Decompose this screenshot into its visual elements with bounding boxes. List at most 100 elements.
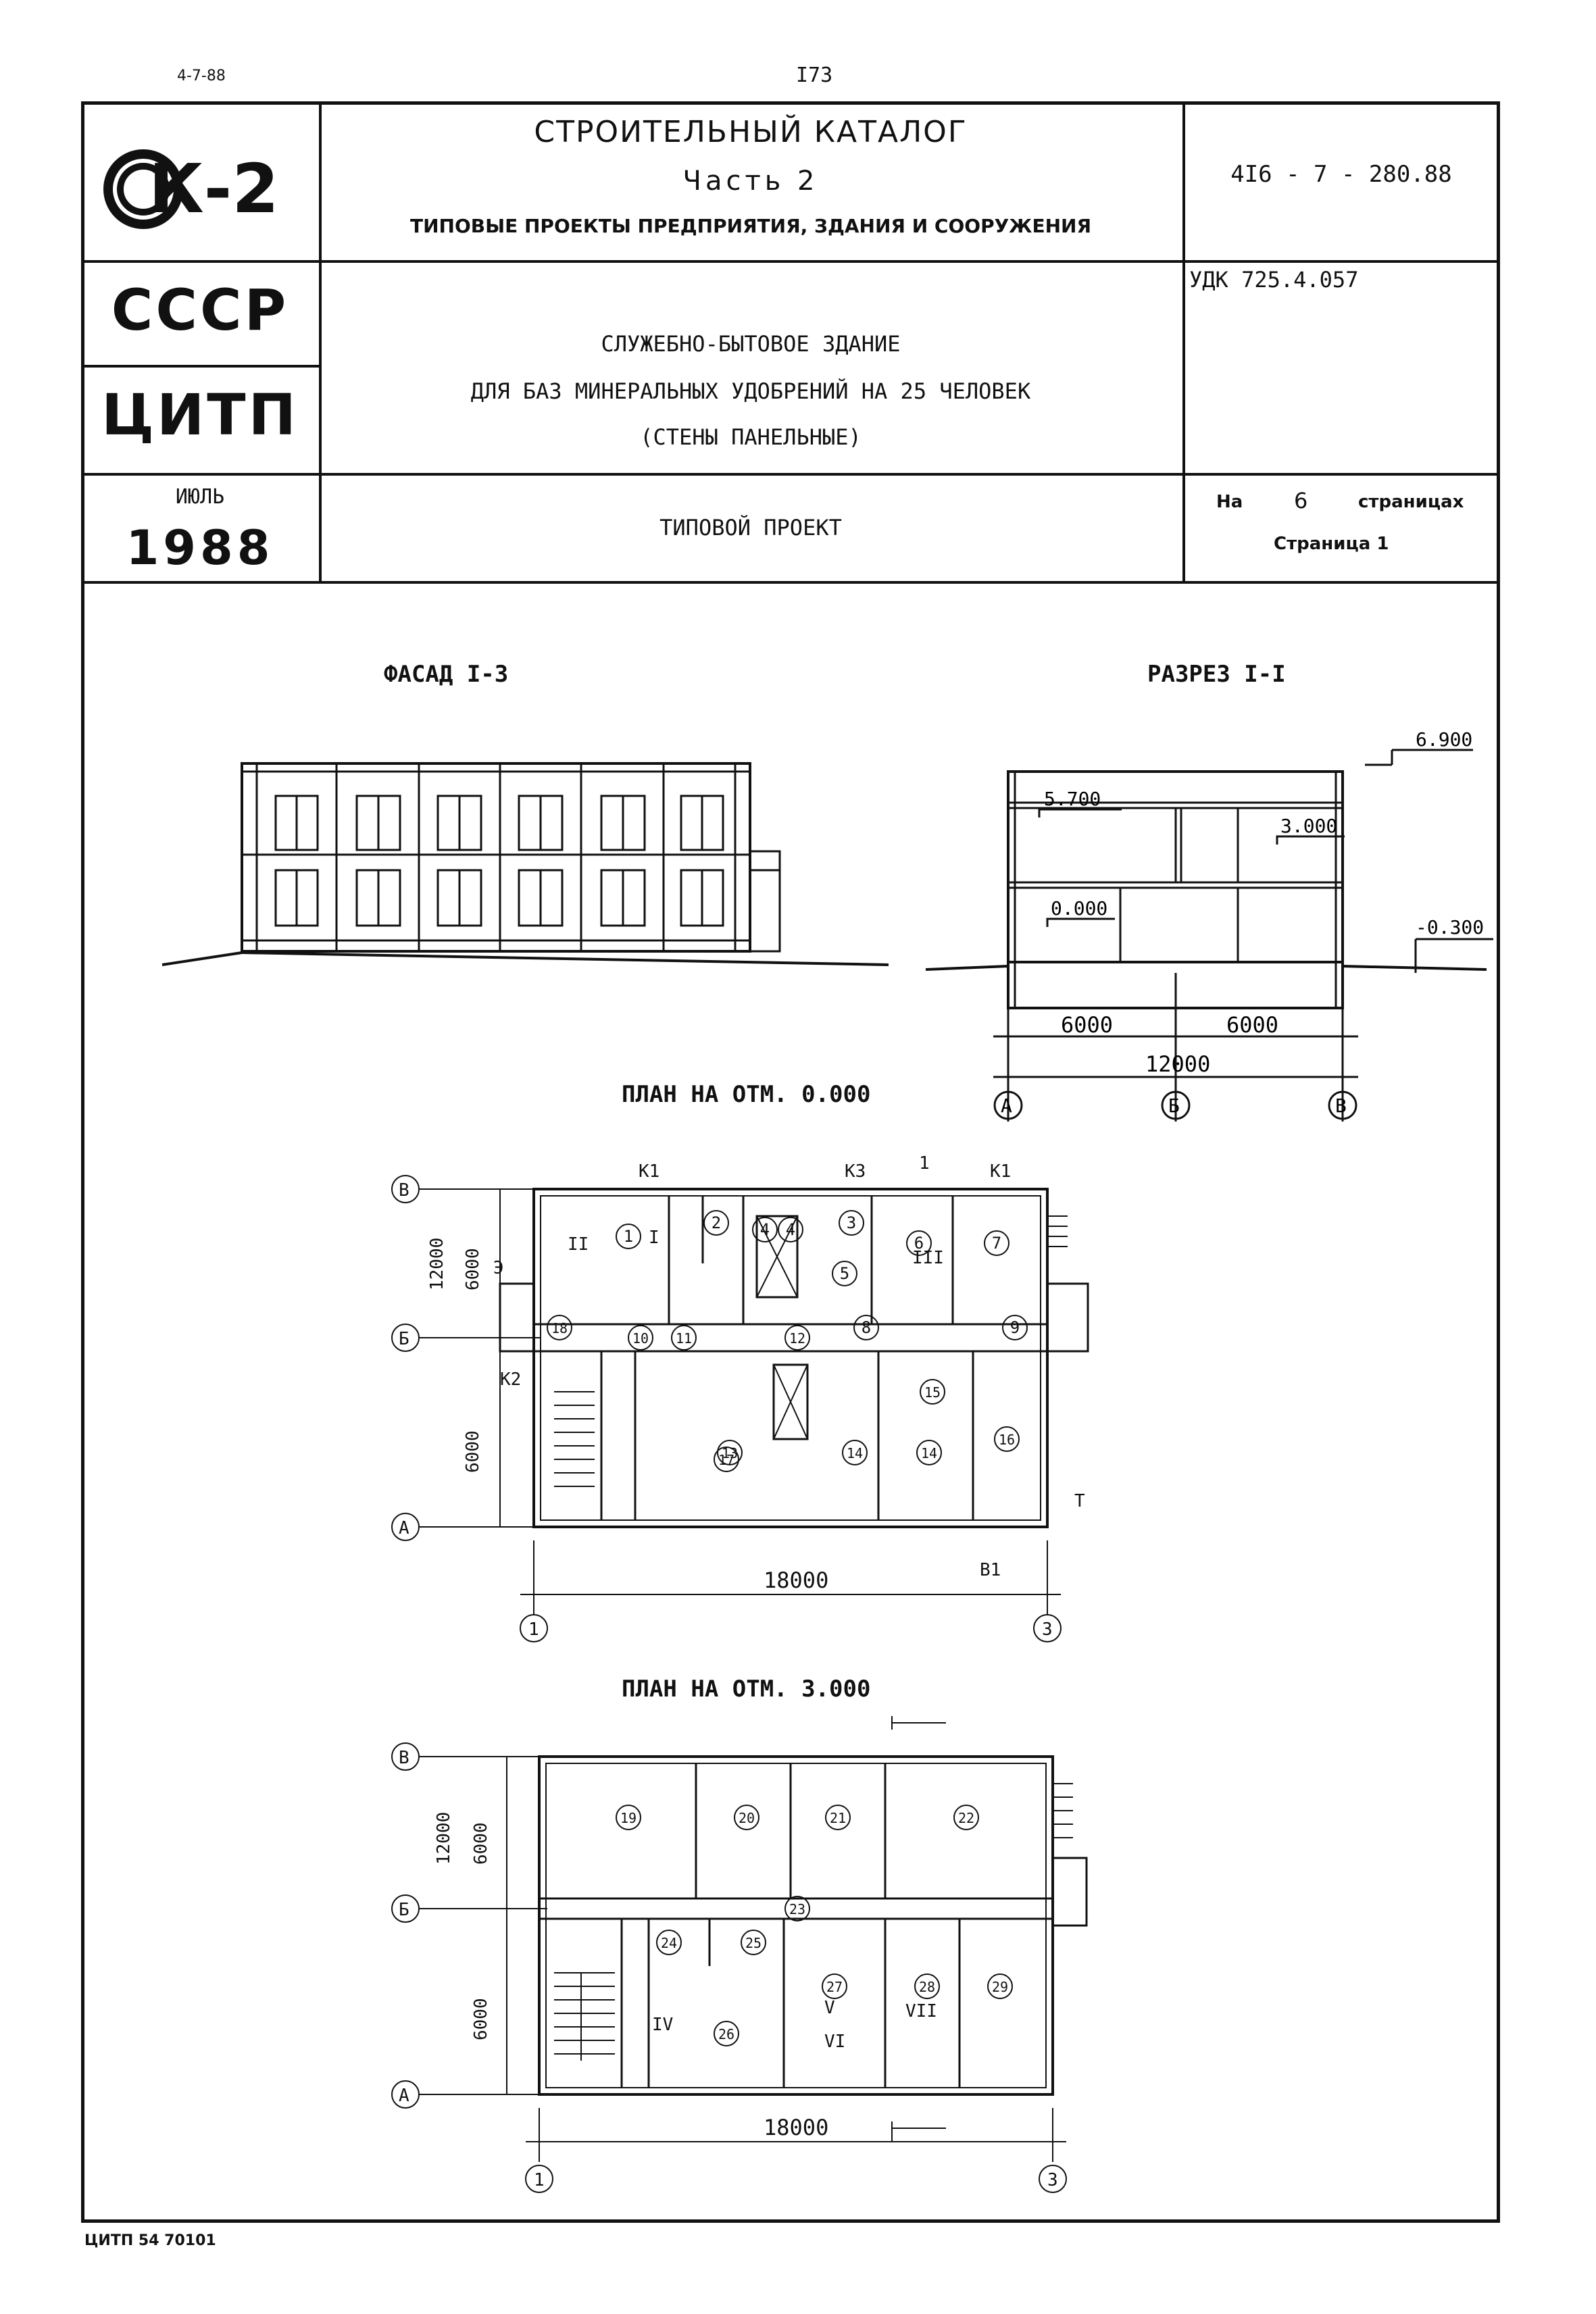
plan3-room-bubble <box>822 1973 847 1999</box>
plan0-room-label: 10 <box>632 1330 649 1347</box>
plan3-dim-6000-top: 6000 <box>471 1822 491 1865</box>
plan0-axis-v: В <box>399 1180 409 1201</box>
plan0-dim-12000: 12000 <box>427 1238 447 1290</box>
plan0-room-bubble <box>717 1440 743 1465</box>
header-divider-left <box>81 365 319 368</box>
plan0-room-bubble <box>671 1325 697 1351</box>
drawing-frame <box>81 101 1500 2223</box>
plan3-title: ПЛАН НА ОТМ. 3.000 <box>622 1676 871 1703</box>
plan0-dim-6000-bottom: 6000 <box>463 1430 483 1473</box>
release-month: ИЮЛЬ <box>175 485 225 509</box>
plan3-section-mark: 1 <box>932 1716 943 1721</box>
plan3-fix-iv: IV <box>652 2015 673 2035</box>
plan0-room-label: 7 <box>992 1234 1001 1253</box>
plan3-room-label: 26 <box>718 2026 734 2042</box>
building-title-line3: (СТЕНЫ ПАНЕЛЬНЫЕ) <box>640 424 862 450</box>
plan3-room-bubble <box>714 2021 739 2046</box>
plan3-room-bubble <box>825 1805 851 1830</box>
plan0-room-label: 12 <box>789 1330 805 1347</box>
plan0-label-k1b: К1 <box>990 1161 1011 1182</box>
plan0-dim-total: 18000 <box>764 1567 828 1593</box>
pages-count: 6 <box>1294 488 1308 513</box>
plan3-dim-total: 18000 <box>764 2115 828 2140</box>
plan3-room-bubble <box>987 1973 1013 1999</box>
plan0-room-bubble <box>839 1210 864 1236</box>
org-label: ЦИТП <box>101 382 299 448</box>
plan0-room-bubble <box>920 1379 945 1405</box>
plan3-axis-b: Б <box>399 1900 409 1920</box>
facade-title: ФАСАД I-3 <box>384 661 509 688</box>
plan3-room-bubble <box>656 1930 682 1955</box>
plan0-label-k3: К3 <box>845 1161 866 1182</box>
plan0-label-k1a: К1 <box>639 1161 659 1182</box>
level-top: 6.900 <box>1416 728 1472 751</box>
plan3-room-label: 21 <box>830 1810 846 1826</box>
plan3-axis-a: А <box>399 2086 409 2106</box>
plan3-room-label: 25 <box>745 1935 762 1951</box>
release-year: 1988 <box>126 520 274 576</box>
level-ground: -0.300 <box>1416 916 1484 938</box>
dim-right: 6000 <box>1226 1012 1278 1038</box>
plan3-fix-vii: VII <box>905 2001 937 2021</box>
plan0-axis-b: Б <box>399 1329 409 1349</box>
plan0-room-bubble <box>703 1210 729 1236</box>
plan0-room-label: 2 <box>712 1213 721 1232</box>
catalog-logo: К-2 <box>101 139 304 240</box>
plan3-room-bubble <box>953 1805 979 1830</box>
plan0-room-bubble <box>784 1325 810 1351</box>
plan0-room-label: 16 <box>999 1432 1015 1448</box>
plan0-fix-ii: II <box>568 1234 589 1255</box>
page-number: I73 <box>796 64 833 87</box>
plan3-drawing: 12000 6000 6000 18000 В Б А 1 3 1 IV V V… <box>391 1716 1088 2193</box>
plan0-room-bubble <box>832 1261 857 1286</box>
plan0-room-bubble <box>616 1224 641 1249</box>
plan3-room-label: 29 <box>992 1979 1008 1995</box>
plan0-fix-i: I <box>649 1228 659 1248</box>
plan0-room-label: 14 <box>921 1445 937 1461</box>
plan3-axis-3: 3 <box>1047 2170 1058 2190</box>
plan0-room-label: 4 <box>786 1220 795 1239</box>
header-divider-2 <box>81 473 1500 476</box>
plan0-drawing: 12000 6000 6000 18000 В Б А 1 3 К1 К1 К3… <box>391 1153 1089 1642</box>
plan3-room-bubble <box>616 1805 641 1830</box>
plan0-room-label: 3 <box>847 1213 856 1232</box>
udk-code: УДК 725.4.057 <box>1189 267 1359 293</box>
level-0: 0.000 <box>1051 897 1107 920</box>
logo-mark <box>103 149 183 229</box>
project-code: 4I6 - 7 - 280.88 <box>1230 161 1452 188</box>
plan0-room-bubble <box>984 1230 1009 1256</box>
pages-on-label: На <box>1216 492 1243 512</box>
section-axis-a: А <box>1001 1095 1012 1117</box>
catalog-part-subtitle: ТИПОВЫЕ ПРОЕКТЫ ПРЕДПРИЯТИЯ, ЗДАНИЯ И СО… <box>409 215 1092 237</box>
date-note: 4-7-88 <box>177 68 226 84</box>
plan0-room-label: 1 <box>624 1227 633 1246</box>
plan0-room-bubble <box>853 1315 879 1340</box>
plan0-label-e: Э <box>493 1258 504 1278</box>
plan0-room-label: 15 <box>924 1384 941 1401</box>
plan3-dim-12000: 12000 <box>434 1812 454 1865</box>
plan3-room-bubble <box>734 1805 759 1830</box>
plan3-room-label: 19 <box>620 1810 637 1826</box>
section-title: РАЗРЕЗ I-I <box>1147 661 1286 688</box>
plan0-room-label: 11 <box>676 1330 692 1347</box>
plan0-room-label: 17 <box>718 1452 734 1468</box>
plan0-room-label: 8 <box>862 1318 871 1337</box>
plan3-room-bubble <box>914 1973 940 1999</box>
plan0-room-label: 6 <box>914 1234 924 1253</box>
plan3-room-label: 28 <box>919 1979 935 1995</box>
section-axis-v: В <box>1335 1095 1347 1117</box>
header-col-right <box>1182 101 1185 582</box>
plan3-fix-vi: VI <box>824 2032 845 2052</box>
plan0-room-bubble <box>842 1440 868 1465</box>
building-title-line2: ДЛЯ БАЗ МИНЕРАЛЬНЫХ УДОБРЕНИЙ НА 25 ЧЕЛО… <box>470 378 1031 404</box>
plan0-room-bubble <box>752 1217 778 1242</box>
catalog-title: СТРОИТЕЛЬНЫЙ КАТАЛОГ <box>534 115 968 149</box>
plan0-title: ПЛАН НА ОТМ. 0.000 <box>622 1081 871 1108</box>
section-axis-b: Б <box>1168 1095 1180 1117</box>
building-title-line1: СЛУЖЕБНО-БЫТОВОЕ ЗДАНИЕ <box>601 331 901 357</box>
catalog-part: Часть 2 <box>682 166 819 197</box>
plan0-room-bubble <box>628 1325 653 1351</box>
plan0-room-label: 9 <box>1010 1318 1020 1337</box>
plan3-room-bubble <box>741 1930 766 1955</box>
plan3-room-bubble <box>784 1896 810 1921</box>
